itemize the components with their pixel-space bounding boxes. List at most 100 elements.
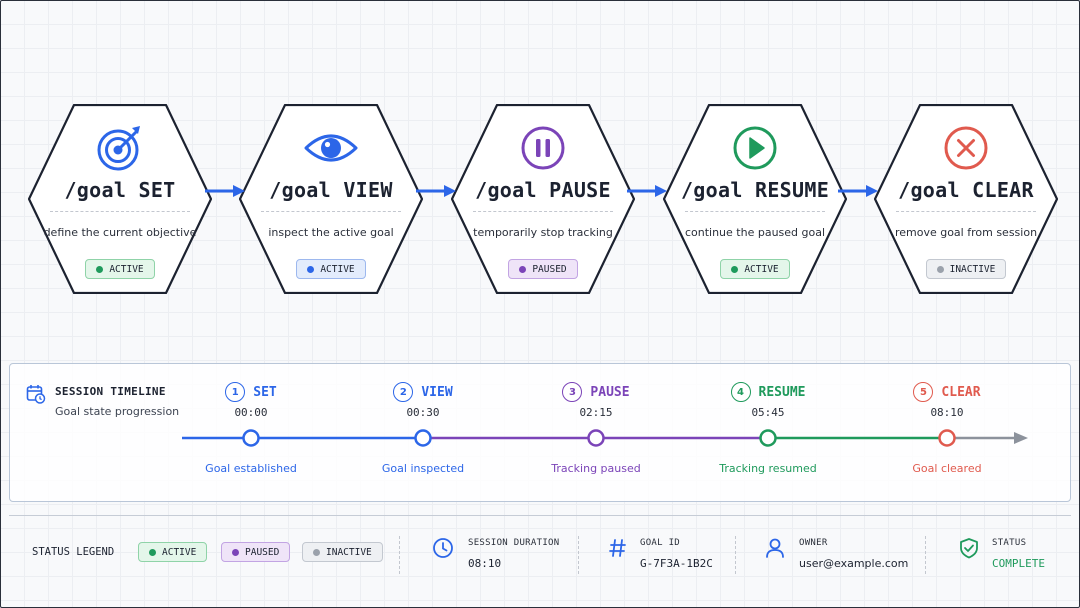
meta-label: GOAL ID [640, 538, 681, 548]
status-badge-label: PAUSED [532, 263, 567, 275]
step-number: 5 [913, 382, 934, 402]
owner: OWNER user@example.com [799, 538, 908, 570]
timeline-node[interactable] [414, 429, 432, 447]
hexagon-frame [451, 104, 635, 294]
track-arrowhead [1014, 432, 1028, 444]
legend-label: INACTIVE [326, 546, 372, 558]
flow-arrow [838, 185, 878, 197]
hexagon-frame [663, 104, 847, 294]
meta-value: 08:10 [468, 557, 502, 570]
status-dot [936, 265, 944, 273]
session-duration: SESSION DURATION 08:10 [468, 538, 560, 570]
status-dot [96, 265, 104, 273]
step-caption: Goal inspected [381, 462, 465, 475]
timeline-node[interactable] [759, 429, 777, 447]
step-label: PAUSE [590, 384, 630, 400]
step-time: 00:30 [406, 406, 440, 419]
clock-icon [433, 538, 453, 558]
shield-check-icon [960, 538, 978, 559]
command-card-set[interactable]: /goal SET define the current objective A… [28, 104, 212, 294]
status-dot [731, 265, 739, 273]
timeline-node[interactable] [938, 429, 956, 447]
status-badge: INACTIVE [925, 259, 1007, 279]
status-badge-label: ACTIVE [109, 263, 144, 275]
step-time: 08:10 [930, 406, 964, 419]
status-dot [149, 548, 156, 556]
step-number: 4 [730, 382, 751, 402]
meta-value: user@example.com [799, 557, 909, 570]
status-dot [313, 548, 320, 556]
legend-title: STATUS LEGEND [32, 546, 115, 558]
step-time: 00:00 [234, 406, 268, 419]
status-badge-label: ACTIVE [320, 263, 355, 275]
status-badge: ACTIVE [720, 259, 790, 279]
status-dot [232, 548, 239, 556]
meta-label: STATUS [992, 538, 1027, 548]
status-badge: ACTIVE [85, 259, 155, 279]
step-label: RESUME [758, 384, 806, 400]
step-label: VIEW [421, 384, 453, 400]
meta-label: OWNER [799, 538, 828, 548]
command-title: /goal SET [64, 178, 176, 202]
legend-badge-inactive: INACTIVE [302, 542, 383, 562]
step-time: 02:15 [579, 406, 613, 419]
pause-icon [521, 126, 565, 170]
step-caption: Tracking resumed [719, 462, 817, 475]
footer-separator [578, 536, 579, 574]
goal-id: GOAL ID G-7F3A-1B2C [640, 538, 713, 570]
step-number: 1 [225, 382, 246, 402]
command-card-pause[interactable]: /goal PAUSE temporarily stop tracking PA… [451, 104, 635, 294]
command-card-view[interactable]: /goal VIEW inspect the active goal ACTIV… [239, 104, 423, 294]
meta-value: COMPLETE [992, 557, 1045, 570]
legend-badge-paused: PAUSED [221, 542, 291, 562]
footer-separator [399, 536, 400, 574]
session-status: STATUS COMPLETE [992, 538, 1045, 570]
timeline-step-pause[interactable]: 3 PAUSE 02:15 [536, 382, 656, 419]
hexagon-frame [239, 104, 423, 294]
step-caption: Tracking paused [551, 462, 641, 475]
legend-badge-active: ACTIVE [138, 542, 208, 562]
hexagon-frame [874, 104, 1058, 294]
timeline-step-view[interactable]: 2 VIEW 00:30 [363, 382, 483, 419]
timeline-node[interactable] [587, 429, 605, 447]
target-icon [97, 126, 140, 171]
command-description: continue the paused goal [684, 226, 826, 239]
hexagon-frame [28, 104, 212, 294]
hash-icon [609, 539, 626, 557]
meta-label: SESSION DURATION [468, 538, 560, 548]
step-caption: Goal established [205, 462, 297, 475]
calendar-clock-icon [26, 385, 46, 404]
command-title: /goal RESUME [680, 178, 830, 202]
footer-separator [735, 536, 736, 574]
step-time: 05:45 [751, 406, 785, 419]
dashed-divider [50, 211, 190, 212]
timeline-step-resume[interactable]: 4 RESUME 05:45 [708, 382, 828, 419]
command-title: /goal CLEAR [898, 178, 1034, 202]
flow-arrow [205, 185, 245, 197]
step-label: CLEAR [941, 384, 981, 400]
dashed-divider [896, 211, 1036, 212]
status-dot [307, 265, 315, 273]
command-description: temporarily stop tracking [473, 226, 613, 239]
command-card-resume[interactable]: /goal RESUME continue the paused goal AC… [663, 104, 847, 294]
flow-arrow [416, 185, 456, 197]
status-dot [519, 265, 527, 273]
timeline-subtitle: Goal state progression [55, 405, 180, 418]
footer-divider [9, 515, 1071, 516]
timeline-step-clear[interactable]: 5 CLEAR 08:10 [887, 382, 1007, 419]
flow-arrow [627, 185, 667, 197]
legend-label: ACTIVE [162, 546, 197, 558]
dashed-divider [473, 211, 613, 212]
status-badge-label: INACTIVE [949, 263, 996, 275]
step-number: 2 [393, 382, 414, 402]
dashed-divider [261, 211, 401, 212]
timeline-node[interactable] [242, 429, 260, 447]
eye-icon [304, 134, 358, 162]
session-timeline-panel: SESSION TIMELINE Goal state progression … [9, 363, 1071, 502]
step-number: 3 [562, 382, 583, 402]
status-badge: PAUSED [508, 259, 578, 279]
status-badge-label: ACTIVE [744, 263, 779, 275]
step-caption: Goal cleared [912, 462, 982, 475]
command-card-clear[interactable]: /goal CLEAR remove goal from session INA… [874, 104, 1058, 294]
